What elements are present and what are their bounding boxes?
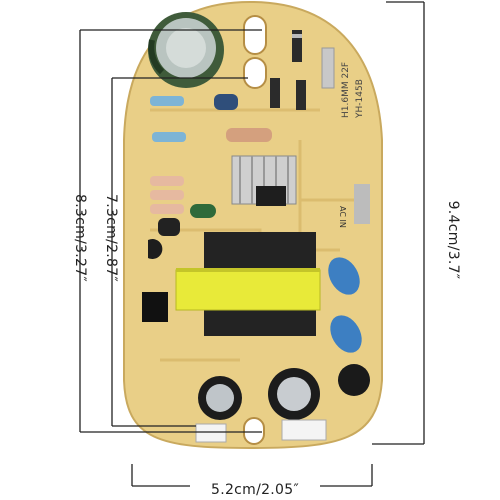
dimension-lines	[79, 1, 425, 487]
small-components-left	[142, 204, 216, 322]
ac-input-terminal: AC IN	[338, 184, 370, 228]
circuit-board	[123, 0, 383, 450]
diode-group-top	[270, 30, 335, 110]
transformer	[175, 232, 321, 336]
connectors	[195, 419, 327, 443]
height-outer-label: 9.4cm/3.7″	[445, 200, 461, 280]
height-small-label: 7.3cm/2.87″	[103, 193, 119, 283]
ac-in-label: AC IN	[338, 206, 347, 228]
heat-sink	[231, 155, 297, 206]
resistor-array	[150, 94, 272, 214]
capacitors-bottom	[198, 364, 370, 420]
fuse-rating-label: H1.6MM 22F	[341, 62, 351, 118]
width-label: 5.2cm/2.05″	[190, 482, 320, 498]
y-capacitors	[328, 257, 362, 353]
height-large-label: 8.3cm/3.27″	[72, 193, 88, 283]
capacitor-top	[148, 12, 224, 88]
model-label: YH-145B	[355, 79, 365, 119]
